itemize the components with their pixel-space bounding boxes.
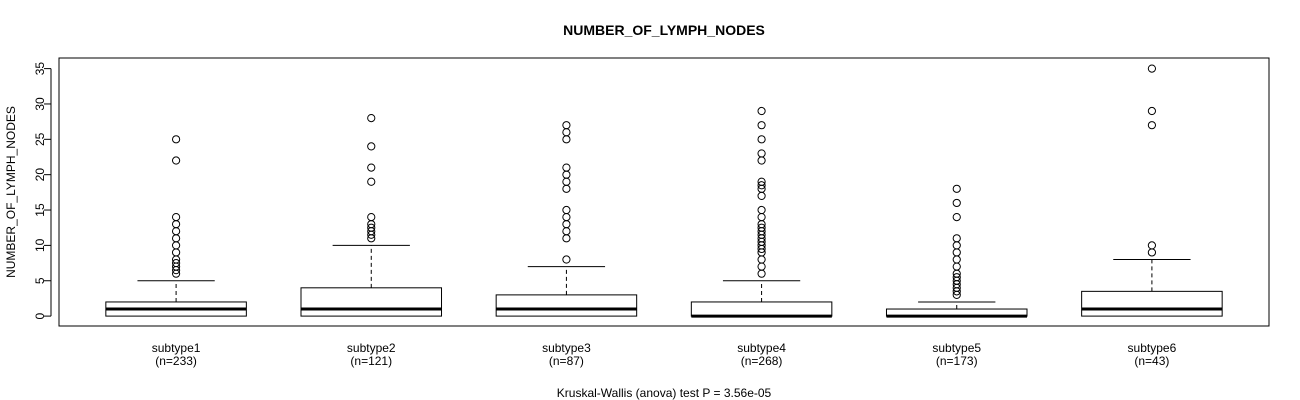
y-axis-label: NUMBER_OF_LYMPH_NODES: [4, 106, 18, 278]
outlier-point: [1147, 64, 1157, 73]
outlier-point: [367, 114, 376, 123]
category-label: subtype5: [932, 341, 981, 355]
outlier-point: [952, 262, 961, 271]
outlier-point: [171, 227, 181, 236]
category-count-label: (n=173): [936, 354, 978, 368]
outlier-point: [952, 213, 961, 222]
category-label: subtype4: [737, 341, 786, 355]
box-subtype2: [300, 114, 443, 317]
outlier-point: [562, 234, 571, 243]
y-tick-label: 10: [33, 238, 47, 252]
category-label: subtype3: [542, 341, 591, 355]
outlier-point: [757, 156, 766, 165]
outlier-point: [757, 149, 766, 158]
box-iqr: [300, 287, 443, 317]
y-tick-label: 5: [33, 277, 47, 284]
outlier-point: [952, 273, 961, 282]
outlier-point: [757, 223, 766, 232]
outlier-point: [171, 213, 181, 222]
outlier-point: [952, 248, 961, 257]
category-count-label: (n=268): [741, 354, 783, 368]
outlier-point: [367, 142, 376, 151]
outlier-point: [562, 121, 571, 130]
x-axis-label: Kruskal-Wallis (anova) test P = 3.56e-05: [557, 386, 772, 400]
category-count-label: (n=87): [549, 354, 584, 368]
outlier-point: [757, 121, 766, 130]
outlier-point: [367, 163, 376, 172]
outlier-point: [367, 223, 376, 232]
outlier-point: [1147, 121, 1157, 130]
outlier-point: [757, 205, 766, 215]
box-subtype5: [885, 184, 1028, 318]
box-subtype3: [495, 121, 638, 317]
outlier-point: [757, 181, 766, 190]
outlier-point: [562, 184, 571, 193]
category-label: subtype2: [347, 341, 396, 355]
box-iqr: [495, 294, 638, 317]
outlier-point: [952, 241, 961, 250]
outlier-point: [562, 170, 571, 179]
y-tick-label: 30: [33, 97, 47, 111]
outlier-point: [171, 156, 181, 165]
box-iqr: [1081, 290, 1223, 317]
outlier-point: [562, 135, 571, 144]
outlier-point: [562, 227, 571, 236]
outlier-point: [562, 163, 571, 172]
outlier-point: [757, 262, 766, 271]
category-label: subtype6: [1128, 341, 1177, 355]
category-count-label: (n=233): [155, 354, 197, 368]
outlier-point: [171, 258, 181, 268]
chart-title: NUMBER_OF_LYMPH_NODES: [563, 22, 765, 38]
outlier-point: [562, 213, 571, 222]
outlier-point: [171, 241, 181, 250]
outlier-point: [171, 248, 181, 257]
outlier-point: [1147, 241, 1157, 250]
box-subtype1: [105, 135, 247, 317]
plot-frame: [58, 57, 1270, 327]
outlier-point: [562, 255, 571, 264]
outlier-point: [171, 220, 181, 229]
outlier-point: [171, 135, 181, 144]
y-tick-label: 15: [33, 203, 47, 217]
y-tick-label: 35: [33, 62, 47, 76]
boxes-group: [105, 64, 1223, 318]
box-subtype4: [690, 106, 833, 318]
outlier-point: [562, 128, 571, 137]
outlier-point: [562, 177, 571, 186]
y-tick-label: 20: [33, 168, 47, 182]
outlier-point: [367, 177, 376, 186]
category-label: subtype1: [152, 341, 201, 355]
box-subtype6: [1081, 64, 1223, 317]
outlier-point: [952, 184, 961, 193]
y-tick-label: 0: [33, 312, 47, 319]
x-labels-group: subtype1(n=233)subtype2(n=121)subtype3(n…: [152, 341, 1177, 368]
outlier-point: [1147, 248, 1157, 257]
outlier-point: [952, 255, 961, 264]
outlier-point: [757, 106, 766, 116]
outlier-point: [757, 213, 766, 222]
outlier-point: [367, 213, 376, 222]
outlier-point: [757, 191, 766, 200]
outlier-point: [952, 234, 961, 243]
outlier-point: [171, 234, 181, 243]
outlier-point: [757, 269, 766, 278]
outlier-point: [562, 220, 571, 229]
outlier-point: [757, 135, 766, 144]
category-count-label: (n=43): [1134, 354, 1169, 368]
y-axis: 0 5 10 15 20 25 30 35: [33, 62, 52, 319]
outlier-point: [757, 255, 766, 264]
y-tick-label: 25: [33, 132, 47, 146]
outlier-point: [757, 177, 766, 186]
outlier-point: [1147, 106, 1157, 116]
outlier-point: [562, 205, 571, 215]
box-iqr: [690, 301, 833, 317]
category-count-label: (n=121): [350, 354, 392, 368]
outlier-point: [952, 198, 961, 208]
